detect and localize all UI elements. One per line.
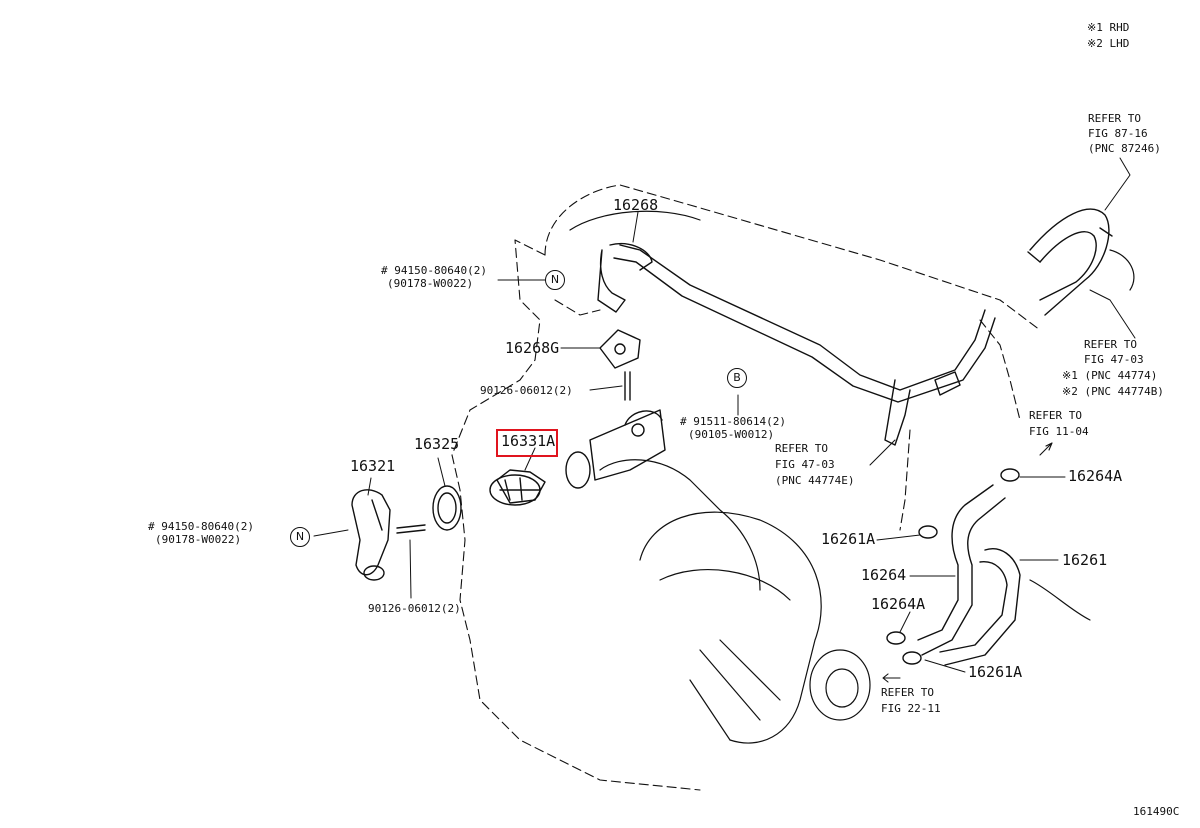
ref-fig47r-line4: ※2 (PNC 44774B) xyxy=(1062,385,1164,398)
thermostat-housing xyxy=(565,409,666,489)
ref-fig22-line2: FIG 22-11 xyxy=(881,702,941,715)
stud-top xyxy=(624,371,631,401)
ref-fig87-line1: REFER TO xyxy=(1088,112,1141,125)
part-16325[interactable]: 16325 xyxy=(414,435,460,453)
highlight-frame-16331a xyxy=(496,429,558,457)
refer-arrows xyxy=(882,442,1053,683)
marker-b: B xyxy=(727,368,747,388)
stud-left-label[interactable]: 90126-06012(2) xyxy=(368,602,461,615)
part-16261a-bot[interactable]: 16261A xyxy=(968,663,1023,681)
water-pipe-16268 xyxy=(597,243,996,403)
part-16321[interactable]: 16321 xyxy=(350,457,396,475)
hose-clamps xyxy=(886,468,1020,665)
stud-left xyxy=(396,524,426,534)
legend-lhd: ※2 LHD xyxy=(1087,37,1130,50)
bolt-b-line1[interactable]: # 91511-80614(2) xyxy=(680,415,786,428)
water-inlet-16321 xyxy=(351,489,391,581)
stud-top-label[interactable]: 90126-06012(2) xyxy=(480,384,573,397)
part-16331a[interactable]: 16331A xyxy=(501,432,556,450)
bolt-left-line2[interactable]: (90178-W0022) xyxy=(155,533,242,546)
part-16264a-bot[interactable]: 16264A xyxy=(871,595,926,613)
part-16268[interactable]: 16268 xyxy=(613,196,659,214)
ref-fig11-line2: FIG 11-04 xyxy=(1029,425,1089,438)
ref-fig87-line2: FIG 87-16 xyxy=(1088,127,1148,140)
thermostat-16331a xyxy=(489,469,546,506)
marker-n-top: N xyxy=(545,270,565,290)
marker-n-left: N xyxy=(290,527,310,547)
legend-rhd: ※1 RHD xyxy=(1087,21,1130,34)
ref-fig47m-line2: FIG 47-03 xyxy=(775,458,835,471)
ref-fig11-line1: REFER TO xyxy=(1029,409,1082,422)
ref-fig22-line1: REFER TO xyxy=(881,686,934,699)
bolt-b-line2[interactable]: (90105-W0012) xyxy=(688,428,775,441)
gasket-16325 xyxy=(432,485,462,531)
ref-fig47r-line3: ※1 (PNC 44774) xyxy=(1062,369,1158,382)
ref-fig47m-line1: REFER TO xyxy=(775,442,828,455)
gasket-16268g xyxy=(599,329,641,369)
bolt-left-line1[interactable]: # 94150-80640(2) xyxy=(148,520,254,533)
bolt-top-line2[interactable]: (90178-W0022) xyxy=(387,277,474,290)
part-16264[interactable]: 16264 xyxy=(861,566,907,584)
part-16261a-mid[interactable]: 16261A xyxy=(821,530,876,548)
upper-hose xyxy=(1027,208,1113,316)
figure-id: 161490C xyxy=(1133,805,1180,818)
ref-fig47r-line2: FIG 47-03 xyxy=(1084,353,1144,366)
bolt-top-line1[interactable]: # 94150-80640(2) xyxy=(381,264,487,277)
lower-hoses xyxy=(884,371,1021,666)
leader-lines xyxy=(313,157,1136,673)
ref-fig47r-line1: REFER TO xyxy=(1084,338,1137,351)
part-16268g[interactable]: 16268G xyxy=(505,339,560,357)
ref-fig87-line3: (PNC 87246) xyxy=(1088,142,1161,155)
part-16261[interactable]: 16261 xyxy=(1062,551,1108,569)
part-16264a-top[interactable]: 16264A xyxy=(1068,467,1123,485)
ref-fig47m-line3: (PNC 44774E) xyxy=(775,474,855,487)
engine-body xyxy=(569,210,1135,744)
